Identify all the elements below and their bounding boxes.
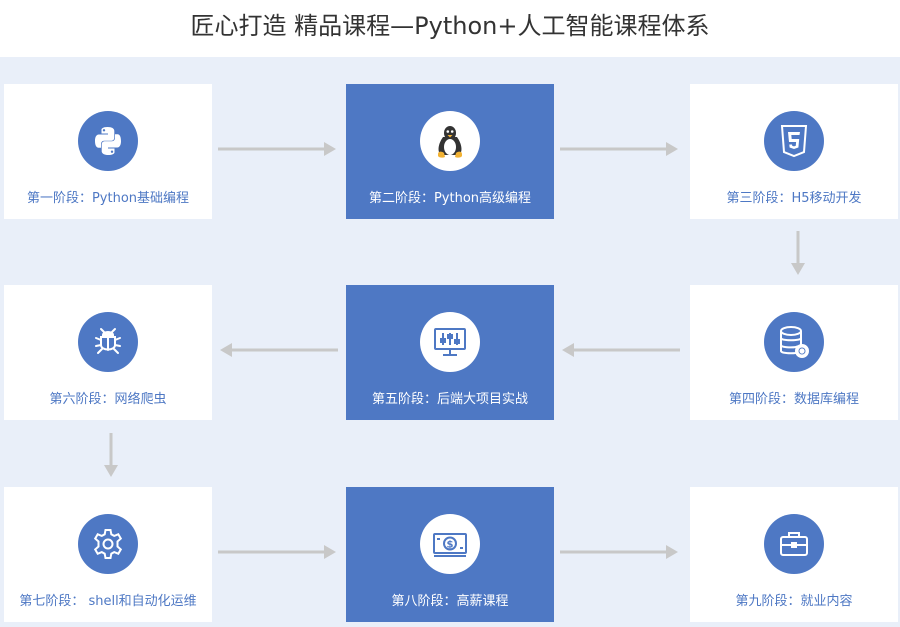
svg-text:$: $ [447, 540, 454, 551]
course-flow-diagram: 第一阶段：Python基础编程 第二阶段：Python高级编程 第三阶段：H5移 [0, 57, 900, 627]
monitor-sliders-icon [420, 312, 480, 372]
stage-card-1[interactable]: 第一阶段：Python基础编程 [4, 84, 212, 219]
stage-label: 第七阶段： shell和自动化运维 [19, 594, 197, 609]
stage-label: 第八阶段：高薪课程 [391, 594, 509, 609]
arrow-down-icon [791, 231, 805, 275]
stage-label: 第一阶段：Python基础编程 [26, 191, 190, 206]
stage-label: 第四阶段：数据库编程 [728, 392, 859, 407]
page-title: 匠心打造 精品课程—Python+人工智能课程体系 [190, 12, 710, 40]
arrow-left-icon [562, 343, 680, 357]
stage-card-4[interactable]: 第四阶段：数据库编程 [690, 285, 898, 420]
stage-card-5[interactable]: 第五阶段：后端大项目实战 [346, 285, 554, 420]
stage-card-2[interactable]: 第二阶段：Python高级编程 [346, 84, 554, 219]
stage-card-9[interactable]: 第九阶段：就业内容 [690, 487, 898, 622]
stage-card-7[interactable]: 第七阶段： shell和自动化运维 [4, 487, 212, 622]
linux-penguin-icon [420, 111, 480, 171]
arrow-left-icon [220, 343, 338, 357]
stage-card-8[interactable]: $ 第八阶段：高薪课程 [346, 487, 554, 622]
python-logo-icon [78, 111, 138, 171]
stage-card-3[interactable]: 第三阶段：H5移动开发 [690, 84, 898, 219]
arrow-right-icon [218, 142, 336, 156]
html5-icon [764, 111, 824, 171]
stage-label: 第三阶段：H5移动开发 [726, 191, 862, 206]
arrow-right-icon [560, 142, 678, 156]
stage-label: 第五阶段：后端大项目实战 [371, 392, 528, 407]
database-gear-icon [764, 312, 824, 372]
bug-icon [78, 312, 138, 372]
stage-label: 第九阶段：就业内容 [735, 594, 853, 609]
arrow-down-icon [104, 433, 118, 477]
arrow-right-icon [560, 545, 678, 559]
dollar-bill-icon: $ [420, 514, 480, 574]
stage-label: 第六阶段：网络爬虫 [49, 392, 167, 407]
briefcase-icon [764, 514, 824, 574]
stage-label: 第二阶段：Python高级编程 [368, 191, 532, 206]
gear-icon [78, 514, 138, 574]
arrow-right-icon [218, 545, 336, 559]
stage-card-6[interactable]: 第六阶段：网络爬虫 [4, 285, 212, 420]
